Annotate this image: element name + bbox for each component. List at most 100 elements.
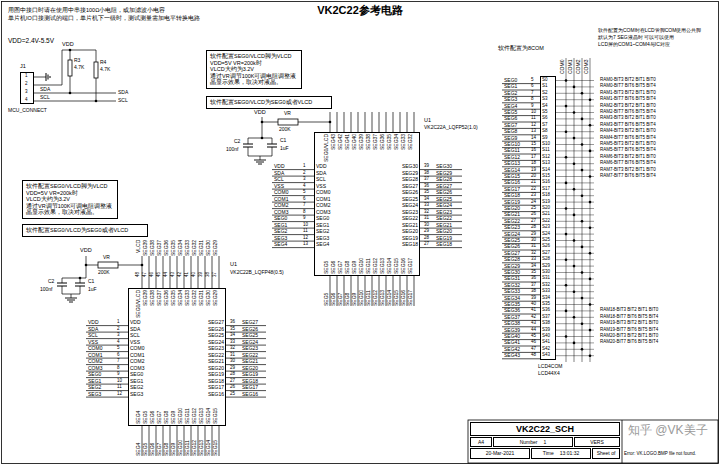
label-text: SEG18 bbox=[242, 379, 258, 384]
wire bbox=[272, 147, 273, 156]
pin-name: SEG25 bbox=[402, 197, 418, 202]
pin-name: S35 bbox=[542, 302, 550, 307]
label-text: 2 bbox=[303, 171, 306, 176]
pin-name: SEG6 bbox=[150, 411, 155, 424]
pin-name: SEG14 bbox=[206, 408, 211, 424]
pin-number: 4 bbox=[25, 98, 28, 103]
label-text: 1uF bbox=[280, 146, 289, 151]
title-cell: 20-Mar-2021 bbox=[470, 448, 530, 459]
label-text: 17 bbox=[531, 155, 536, 160]
note-text: VDD=5V VR=200k时 bbox=[26, 190, 114, 197]
pin-line bbox=[372, 112, 373, 132]
pin-name: SEG5 bbox=[143, 411, 148, 424]
pin-name: SEG7 bbox=[338, 261, 343, 274]
wire bbox=[248, 138, 249, 144]
label-text: 默认为7 SEG液晶时 可以可以使用 bbox=[598, 35, 674, 40]
pin-name: SEG20 bbox=[208, 366, 224, 371]
label-text: C2 bbox=[234, 139, 240, 144]
label-text: 12 bbox=[531, 123, 536, 128]
label-text: SEG22 bbox=[242, 353, 258, 358]
label-text: 6 bbox=[303, 197, 306, 202]
label-text: 9 bbox=[303, 216, 306, 221]
pin-name: SEG22 bbox=[402, 216, 418, 221]
pin-name: SEG15 bbox=[213, 408, 218, 424]
title-text: A4 bbox=[478, 440, 484, 445]
pin-name: S12 bbox=[542, 155, 550, 160]
pin-name: S15 bbox=[542, 174, 550, 179]
grid-line bbox=[556, 195, 594, 196]
label-text: SEG26 bbox=[504, 244, 520, 249]
label-text: SEG38 bbox=[150, 240, 155, 256]
label-text: SEG23 bbox=[504, 225, 520, 230]
label-text: SEG6 bbox=[504, 116, 517, 121]
label-text: VSS bbox=[274, 184, 284, 189]
grid-line bbox=[556, 170, 594, 171]
label-text: COM2 bbox=[274, 203, 288, 208]
label-text: RAM20-BIT7 BIT6 BIT5 BIT4 bbox=[600, 340, 658, 345]
grid-line bbox=[556, 310, 594, 311]
label-text: SEG3 bbox=[504, 97, 517, 102]
ground-symbol bbox=[65, 298, 77, 299]
label-text: 35 bbox=[531, 270, 536, 275]
title-cell: A4 bbox=[470, 437, 492, 447]
label-text: 100nf bbox=[226, 147, 239, 152]
label-text: SEG2 bbox=[88, 385, 101, 390]
pin-line bbox=[358, 112, 359, 132]
label-text: 32 bbox=[531, 251, 536, 256]
label-text: 7 bbox=[531, 91, 534, 96]
pin-name: SEG2 bbox=[316, 229, 329, 234]
label-text: SEG39 bbox=[504, 328, 520, 333]
label-text: C1 bbox=[88, 279, 94, 284]
wire bbox=[34, 93, 116, 94]
grid-line bbox=[556, 227, 594, 228]
label-text: SEG33 bbox=[504, 289, 520, 294]
label-text: RAM7-BIT7 BIT6 BIT5 BIT4 bbox=[600, 174, 656, 179]
note-box: 软件配置SEG0/VLCD脚为VLCDVDD=5V VR=200k时VLCD大约… bbox=[206, 50, 302, 89]
grid-line bbox=[556, 246, 594, 247]
label-text: SCL bbox=[118, 98, 128, 103]
pin-line bbox=[407, 112, 408, 132]
label-text: SEG21 bbox=[242, 359, 258, 364]
pin-name: SEG39 bbox=[359, 134, 364, 150]
grid-line bbox=[556, 93, 594, 94]
label-text: RAM4-BIT7 BIT6 BIT5 BIT4 bbox=[600, 136, 656, 141]
pin-name: SCL bbox=[316, 177, 326, 182]
label-text: SEG10 bbox=[504, 142, 520, 147]
label-text: SEG17 bbox=[242, 385, 258, 390]
label-text: SEG7 bbox=[157, 443, 162, 456]
title-frame bbox=[622, 420, 623, 463]
note-text: VLCD大约为3.2V bbox=[26, 196, 114, 203]
label-text: SEG10 bbox=[178, 440, 183, 456]
ground-symbol bbox=[50, 76, 51, 78]
label-text: VDD bbox=[88, 320, 99, 325]
label-text: 1 bbox=[117, 320, 120, 325]
pin-name: SEG10 bbox=[359, 258, 364, 274]
note-text: 软件配置SEG0/VLCD脚为VLCD bbox=[210, 53, 298, 60]
label-text: 37 bbox=[531, 283, 536, 288]
label-text: 41 bbox=[185, 272, 190, 277]
label-text: SEG30 bbox=[206, 240, 211, 256]
pin-line bbox=[330, 112, 331, 132]
label-text: SEG17 bbox=[408, 290, 413, 306]
grid-line bbox=[556, 118, 594, 119]
pin-name: SEG38 bbox=[150, 290, 155, 306]
pin-name: SEG16 bbox=[401, 258, 406, 274]
pin-name: SEG23 bbox=[402, 210, 418, 215]
pin-name: VSS bbox=[130, 340, 140, 345]
label-text: VDD bbox=[274, 164, 285, 169]
wire bbox=[34, 77, 46, 78]
pin-name: SEG34 bbox=[178, 290, 183, 306]
com-line bbox=[566, 58, 567, 362]
pin-name: SEG26 bbox=[208, 327, 224, 332]
label-text: 4 bbox=[117, 340, 120, 345]
grid-line bbox=[556, 259, 594, 260]
label-text: SEG5 bbox=[324, 293, 329, 306]
grid-line bbox=[556, 176, 594, 177]
label-text: SEG26 bbox=[242, 327, 258, 332]
wire bbox=[62, 278, 86, 279]
label-text: 11 bbox=[303, 229, 308, 234]
lcd-connector: LCD4COMLCD44X4S0S1S2S3S4S5S6S7S8S9S10S11… bbox=[540, 76, 556, 360]
label-text: SEG8 bbox=[345, 293, 350, 306]
pin-name: SEG36 bbox=[380, 134, 385, 150]
note-text: 软件配置SEG0/VLCD为SEG0或者VLCD bbox=[26, 227, 144, 234]
